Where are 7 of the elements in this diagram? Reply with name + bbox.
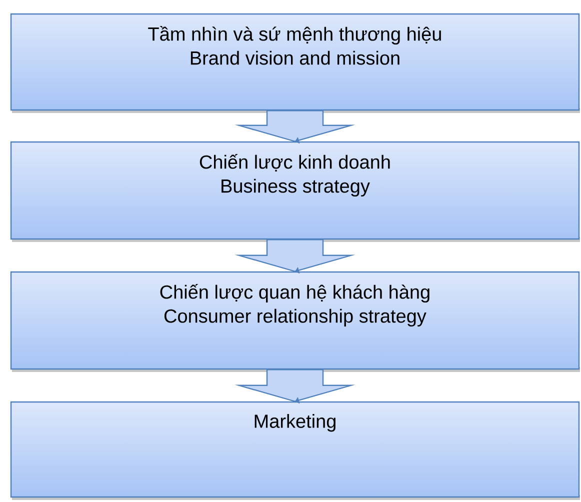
block-arrow [234,368,356,404]
process-box: Chiến lược kinh doanh Business strategy [10,141,580,242]
process-box: Tầm nhìn và sứ mệnh thương hiệu Brand vision and mission [10,13,580,113]
process-box: Marketing [10,401,580,500]
block-arrow [234,110,356,144]
block-arrow [234,239,356,274]
process-box: Chiến lược quan hệ khách hàng Consumer relationship strategy [10,271,580,372]
